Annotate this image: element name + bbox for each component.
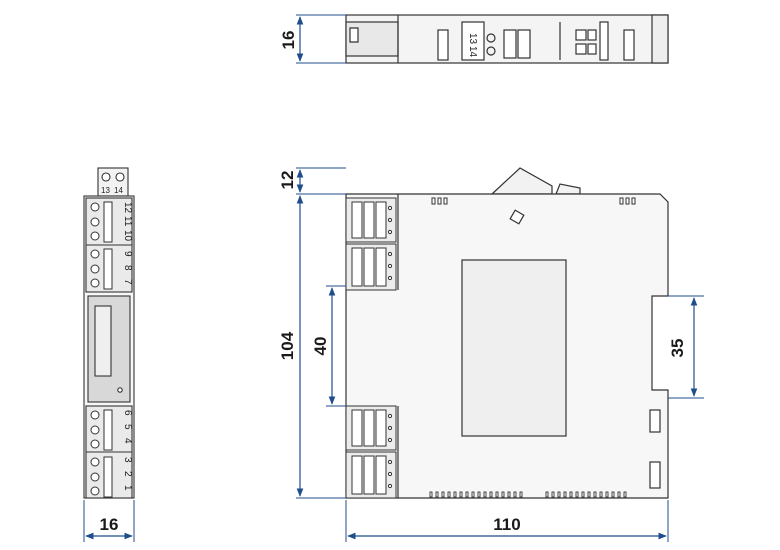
- front-lower-screws: [90, 409, 113, 498]
- dim-label-12: 12: [278, 171, 297, 190]
- front-terminal-7: 7: [122, 279, 133, 285]
- dim-label-front-16: 16: [100, 515, 119, 534]
- front-terminal-4: 4: [122, 438, 133, 444]
- dim-side-top-offset: [296, 167, 346, 195]
- dim-label-104: 104: [278, 331, 297, 360]
- dim-label-40: 40: [311, 337, 330, 356]
- front-top-plug: [97, 167, 129, 197]
- front-terminal-1: 1: [122, 485, 133, 491]
- dim-rail-width: [668, 295, 704, 399]
- front-terminal-10: 10: [122, 230, 133, 242]
- front-view: [83, 167, 135, 499]
- front-terminal-8: 8: [122, 265, 133, 271]
- top-view: [345, 14, 669, 64]
- side-view: [345, 167, 669, 499]
- front-plug-label-14: 14: [114, 186, 123, 195]
- dim-top-view-height: [296, 14, 346, 64]
- side-top-vents: [431, 197, 636, 205]
- front-terminal-6: 6: [122, 410, 133, 416]
- front-upper-screws: [90, 201, 113, 290]
- dim-front-width: [83, 500, 135, 542]
- top-terminal-label-14: 14: [467, 46, 478, 58]
- side-terminal-blocks-upper: [345, 197, 397, 291]
- front-terminal-9: 9: [122, 251, 133, 257]
- front-terminal-5: 5: [122, 424, 133, 430]
- front-terminal-11: 11: [122, 216, 133, 227]
- top-terminal-label-13: 13: [467, 33, 478, 45]
- dim-label-top-16: 16: [279, 31, 298, 50]
- side-terminal-blocks-lower: [345, 405, 397, 499]
- dim-terminal-spacing: [326, 285, 346, 407]
- dim-side-height: [296, 195, 346, 499]
- dim-label-110: 110: [493, 515, 520, 534]
- side-label-area: [461, 259, 567, 437]
- dim-side-depth: [345, 500, 669, 542]
- front-plug-label-13: 13: [101, 186, 110, 195]
- front-terminal-3: 3: [122, 457, 133, 463]
- side-bottom-vents: [429, 491, 627, 498]
- front-terminal-12: 12: [122, 202, 133, 214]
- front-terminal-2: 2: [122, 471, 133, 477]
- dim-label-35: 35: [668, 339, 687, 358]
